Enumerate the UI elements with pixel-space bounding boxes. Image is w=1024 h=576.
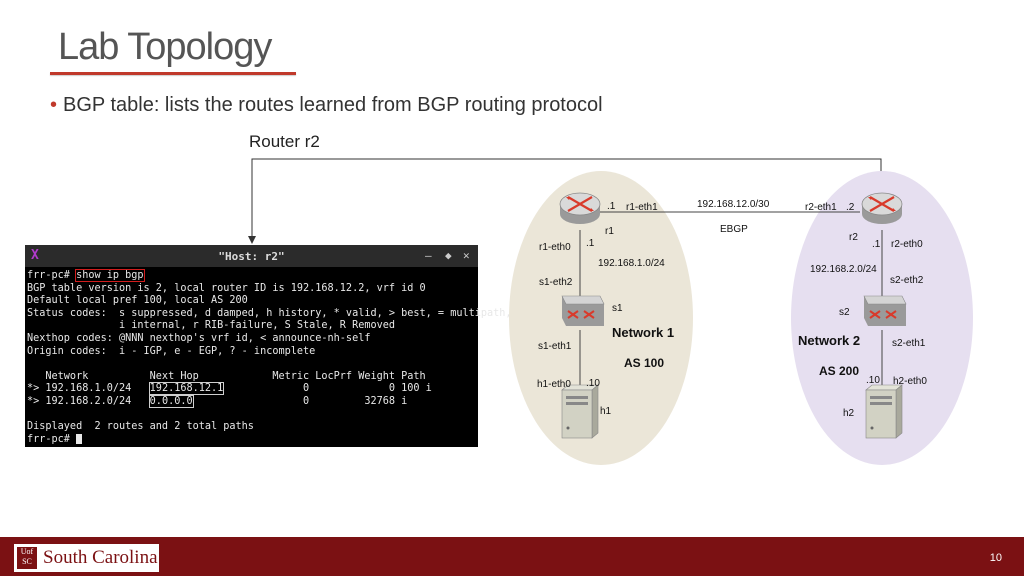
label-h2: h2: [843, 408, 855, 419]
label-h2-dot10: .10: [866, 375, 880, 386]
label-r1-dot1: .1: [607, 201, 616, 212]
bullet-dot-icon: •: [50, 94, 58, 116]
host-h2-icon: [865, 384, 903, 439]
label-h2-eth0: h2-eth0: [893, 376, 927, 387]
label-s2-eth2: s2-eth2: [890, 275, 924, 286]
label-r2-dot2: .2: [846, 202, 855, 213]
host-h1-icon: [561, 384, 599, 439]
label-h1-eth0: h1-eth0: [537, 379, 571, 390]
label-net1-subnet: 192.168.1.0/24: [598, 258, 665, 269]
page-number: 10: [989, 552, 1002, 564]
terminal-text: Network Next Hop Metric LocPrf Weight Pa…: [27, 370, 426, 382]
terminal-text: 0 0 100 i: [223, 383, 432, 395]
highlighted-next-hop: 0.0.0.0: [148, 394, 194, 408]
label-link-subnet: 192.168.12.0/30: [697, 199, 770, 210]
terminal-cursor: [76, 433, 83, 444]
label-r1-eth0: r1-eth0: [539, 242, 571, 253]
terminal-text: BGP table version is 2, local router ID …: [27, 282, 426, 294]
label-h1-dot10: .10: [586, 378, 600, 389]
terminal-text: Displayed 2 routes and 2 total paths: [27, 421, 254, 433]
label-s2-eth1: s2-eth1: [892, 338, 926, 349]
terminal-text: i internal, r RIB-failure, S Stale, R Re…: [27, 320, 396, 332]
label-r2-eth1: r2-eth1: [805, 202, 837, 213]
terminal-title: "Host: r2": [218, 250, 285, 263]
terminal-text: Nexthop codes: @NNN nexthop's vrf id, < …: [27, 332, 371, 344]
terminal-line: Default local pref 100, local AS 200: [27, 295, 476, 308]
terminal-line: Displayed 2 routes and 2 total paths: [27, 421, 476, 434]
slide-title: Lab Topology: [58, 26, 272, 68]
label-ebgp: EBGP: [720, 224, 748, 235]
terminal-line: BGP table version is 2, local router ID …: [27, 283, 476, 296]
bullet-point: •BGP table: lists the routes learned fro…: [50, 94, 603, 117]
terminal-text: *> 192.168.2.0/24: [27, 395, 150, 407]
minimize-icon[interactable]: ‒: [425, 249, 432, 262]
terminal-line: i internal, r RIB-failure, S Stale, R Re…: [27, 320, 476, 333]
terminal-line: Network Next Hop Metric LocPrf Weight Pa…: [27, 371, 476, 384]
label-as100: AS 100: [624, 356, 664, 370]
label-r2-eth0-dot1: .1: [872, 239, 881, 250]
terminal-line: Nexthop codes: @NNN nexthop's vrf id, < …: [27, 333, 476, 346]
label-s1: s1: [612, 303, 623, 314]
terminal-line: Origin codes: i - IGP, e - EGP, ? - inco…: [27, 346, 476, 359]
terminal-text: 0 32768 i: [192, 395, 408, 407]
topology-diagram: .1 r1-eth1 192.168.12.0/30 r2-eth1 .2 EB…: [248, 158, 973, 465]
terminal-line: *> 192.168.1.0/24 192.168.12.1 0 0 100 i: [27, 382, 476, 396]
router-caption: Router r2: [249, 132, 320, 151]
terminal-line: frr-pc# show ip bgp: [27, 269, 476, 283]
router-r1-icon: [559, 192, 601, 224]
bullet-text: BGP table: lists the routes learned from…: [63, 94, 603, 116]
close-icon[interactable]: ✕: [463, 249, 470, 262]
terminal-text: Default local pref 100, local AS 200: [27, 295, 248, 307]
highlighted-command: show ip bgp: [75, 269, 145, 282]
terminal-text: Status codes: s suppressed, d damped, h …: [27, 307, 512, 319]
highlighted-next-hop: 192.168.12.1: [148, 382, 225, 396]
label-r2-eth0: r2-eth0: [891, 239, 923, 250]
label-net2-subnet: 192.168.2.0/24: [810, 264, 877, 275]
title-underline: [50, 72, 296, 75]
terminal-line: [27, 409, 476, 422]
label-r1-eth1: r1-eth1: [626, 202, 658, 213]
terminal-titlebar[interactable]: X "Host: r2" ‒ ◆ ✕: [25, 245, 478, 267]
label-s1-eth1: s1-eth1: [538, 341, 572, 352]
terminal-line: *> 192.168.2.0/24 0.0.0.0 0 32768 i: [27, 394, 476, 409]
label-as200: AS 200: [819, 364, 859, 378]
switch-s2-icon: [863, 295, 907, 326]
router-r2-icon: [861, 192, 903, 224]
terminal-text: frr-pc#: [27, 270, 77, 281]
label-r1: r1: [605, 226, 614, 237]
terminal-line: Status codes: s suppressed, d damped, h …: [27, 308, 512, 321]
terminal-text: Origin codes: i - IGP, e - EGP, ? - inco…: [27, 345, 316, 357]
label-s1-eth2: s1-eth2: [539, 277, 573, 288]
label-h1: h1: [600, 406, 612, 417]
terminal-line: [27, 358, 476, 371]
university-name: South Carolina: [43, 547, 158, 568]
xterm-icon: X: [31, 248, 39, 263]
label-r2: r2: [849, 232, 858, 243]
switch-s1-icon: [561, 295, 605, 326]
label-r1-eth0-dot1: .1: [586, 238, 595, 249]
label-network2: Network 2: [798, 333, 860, 348]
maximize-icon[interactable]: ◆: [445, 249, 452, 262]
terminal-line: frr-pc#: [27, 433, 476, 447]
terminal-text: *> 192.168.1.0/24: [27, 383, 150, 395]
terminal-text: frr-pc#: [27, 433, 77, 445]
label-network1: Network 1: [612, 325, 674, 340]
label-s2: s2: [839, 307, 850, 318]
